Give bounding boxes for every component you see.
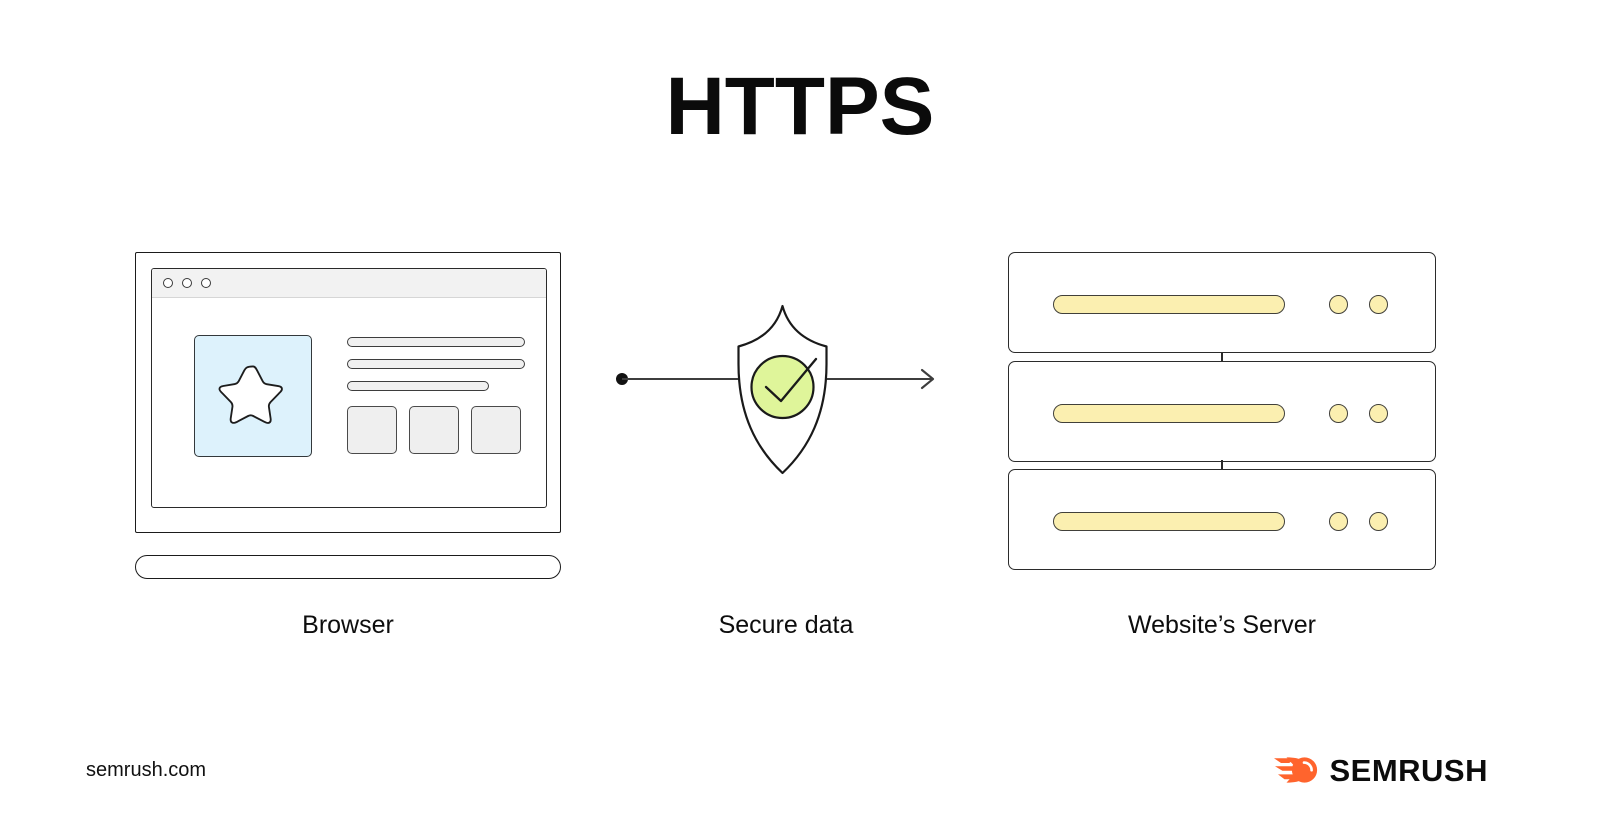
browser-titlebar bbox=[152, 269, 546, 298]
window-close-dot-icon bbox=[163, 278, 173, 288]
server-status-bar bbox=[1053, 295, 1285, 314]
text-line-group bbox=[347, 337, 529, 403]
server-led-icon bbox=[1329, 404, 1348, 423]
footer-url: semrush.com bbox=[86, 759, 207, 781]
text-line bbox=[347, 381, 489, 391]
window-maximize-dot-icon bbox=[201, 278, 211, 288]
browser-window bbox=[151, 268, 547, 508]
server-led-icon bbox=[1369, 404, 1388, 423]
caption-browser: Browser bbox=[302, 611, 394, 639]
server-node bbox=[1008, 252, 1436, 572]
shield-check-icon bbox=[737, 304, 828, 475]
text-line bbox=[347, 359, 525, 369]
page-title: HTTPS bbox=[665, 61, 935, 152]
server-unit bbox=[1008, 361, 1436, 462]
server-unit bbox=[1008, 469, 1436, 570]
semrush-wordmark: SEMRUSH bbox=[1329, 752, 1488, 788]
caption-row: Browser Secure data Website’s Server bbox=[0, 606, 1600, 646]
server-status-bar bbox=[1053, 512, 1285, 531]
text-line bbox=[347, 337, 525, 347]
star-icon bbox=[218, 365, 283, 424]
server-unit bbox=[1008, 252, 1436, 353]
semrush-logo: SEMRUSH bbox=[1274, 752, 1488, 788]
browser-node bbox=[135, 252, 561, 579]
caption-secure-data: Secure data bbox=[718, 611, 854, 639]
arrowhead-icon bbox=[920, 368, 935, 390]
laptop-lid bbox=[135, 252, 561, 533]
server-led-icon bbox=[1329, 512, 1348, 531]
card-placeholder bbox=[471, 406, 521, 454]
server-led-icon bbox=[1369, 295, 1388, 314]
caption-server: Website’s Server bbox=[1127, 611, 1317, 639]
laptop-base bbox=[135, 555, 561, 579]
server-connector bbox=[1221, 460, 1223, 469]
diagram-stage bbox=[0, 240, 1600, 580]
browser-content bbox=[152, 298, 546, 507]
semrush-comet-icon bbox=[1274, 757, 1318, 783]
image-placeholder bbox=[194, 335, 312, 457]
server-status-bar bbox=[1053, 404, 1285, 423]
server-led-icon bbox=[1369, 512, 1388, 531]
card-placeholder bbox=[347, 406, 397, 454]
checkmark-icon bbox=[764, 357, 818, 403]
server-led-icon bbox=[1329, 295, 1348, 314]
card-placeholder bbox=[409, 406, 459, 454]
server-connector bbox=[1221, 352, 1223, 361]
window-minimize-dot-icon bbox=[182, 278, 192, 288]
secure-data-node bbox=[610, 290, 955, 520]
card-row bbox=[347, 406, 521, 454]
shield-check-circle bbox=[750, 354, 815, 420]
